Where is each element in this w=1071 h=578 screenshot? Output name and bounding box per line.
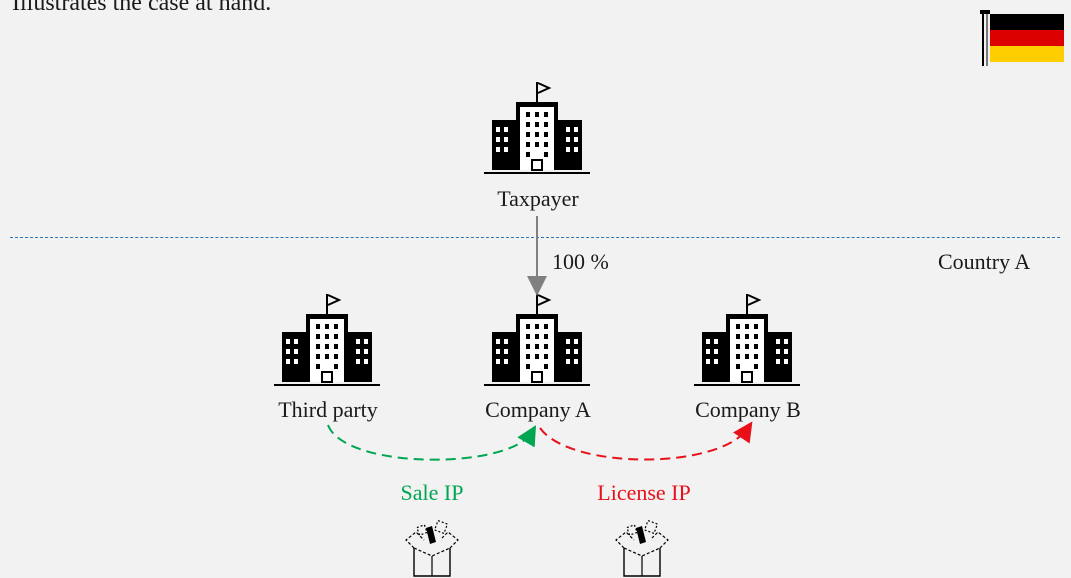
company-b-label: Company B	[695, 397, 801, 422]
germany-flag-icon	[980, 10, 1064, 66]
ip-box-icon	[402, 518, 462, 578]
ip-box-icon	[612, 518, 672, 578]
ownership-percentage-label: 100 %	[552, 249, 609, 274]
sale-ip-label: Sale IP	[400, 480, 464, 505]
third-party-label: Third party	[278, 397, 378, 422]
country-label: Country A	[938, 249, 1031, 274]
license-ip-label: License IP	[597, 480, 691, 505]
company-a-label: Company A	[485, 397, 591, 422]
intro-text: Illustrates the case at hand.	[12, 0, 272, 16]
taxpayer-label: Taxpayer	[497, 186, 579, 211]
license-ip-arrow	[539, 421, 753, 461]
sale-ip-arrow	[327, 424, 537, 461]
country-divider	[10, 237, 1060, 238]
